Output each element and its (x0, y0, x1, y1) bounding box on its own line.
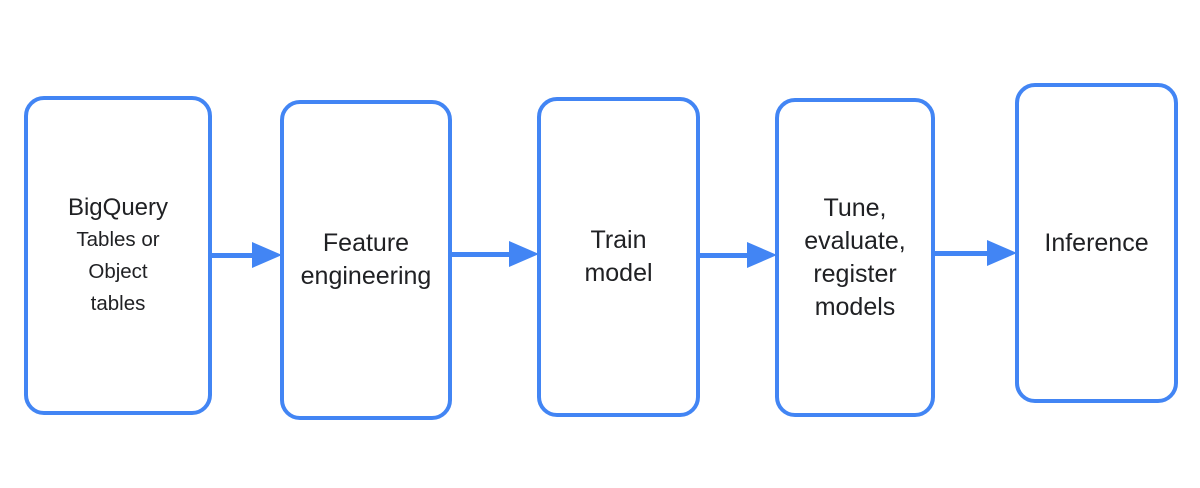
node-label-line: engineering (300, 262, 432, 290)
node-inference: Inference (1015, 83, 1178, 403)
arrow-shaft (699, 252, 747, 258)
arrow-head-icon (747, 242, 777, 268)
arrow-shaft (934, 250, 987, 256)
arrow-head-icon (252, 242, 282, 268)
node-bigquery-source: BigQuery Tables or Object tables (24, 96, 212, 415)
node-label-line: models (814, 292, 896, 321)
node-label-line: Object (88, 259, 148, 283)
flow-arrow-1 (211, 242, 282, 268)
node-label-line: Tune, (823, 193, 887, 222)
flow-arrow-3 (699, 242, 777, 268)
node-label-line: tables (90, 291, 146, 315)
node-label-line: register (813, 259, 897, 288)
node-label-line: Train (590, 226, 647, 254)
node-label: Tune, evaluate, register models (779, 192, 931, 324)
flow-arrow-4 (934, 240, 1017, 266)
node-feature-engineering: Feature engineering (280, 100, 452, 420)
arrow-head-icon (987, 240, 1017, 266)
arrow-shaft (451, 251, 509, 257)
node-label: Feature engineering (284, 227, 448, 293)
node-label: Inference (1019, 227, 1174, 260)
node-label-line: model (584, 259, 653, 287)
node-label-line: Tables or (76, 228, 160, 252)
node-label-line: Feature (322, 229, 410, 257)
node-label-line: Inference (1044, 228, 1149, 257)
node-label: Train model (541, 224, 696, 290)
node-tune-evaluate-register: Tune, evaluate, register models (775, 98, 935, 417)
node-label-line: BigQuery (67, 193, 169, 221)
node-train-model: Train model (537, 97, 700, 417)
arrow-head-icon (509, 241, 539, 267)
arrow-shaft (211, 252, 252, 258)
node-label-line: evaluate, (804, 226, 906, 255)
flow-arrow-2 (451, 241, 539, 267)
node-label: BigQuery Tables or Object tables (28, 192, 208, 320)
